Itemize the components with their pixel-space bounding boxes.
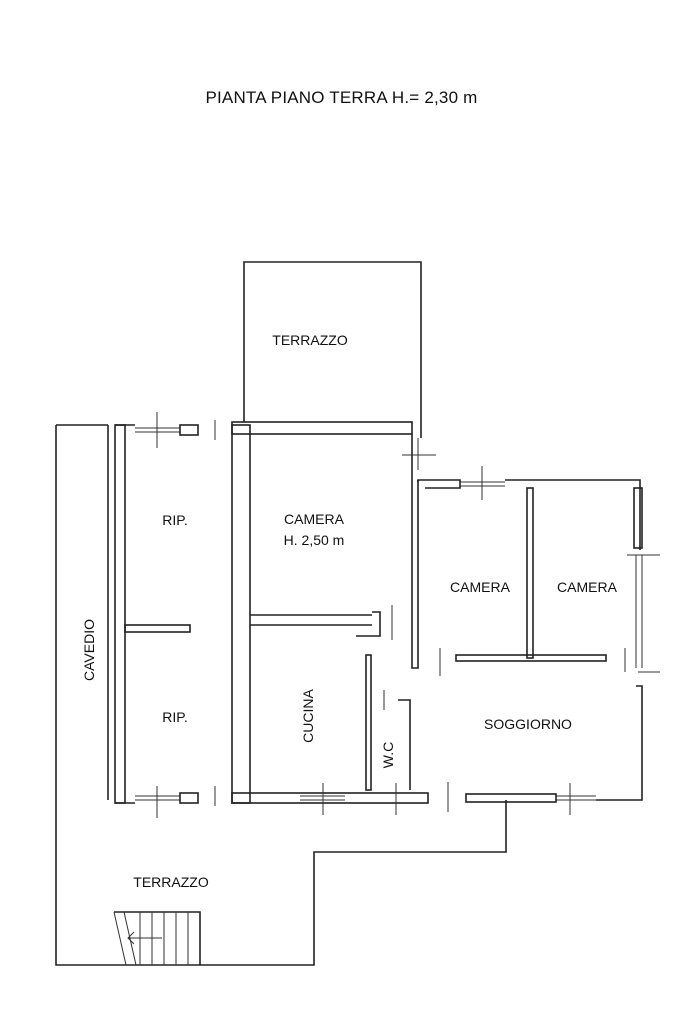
room-label-rip-top: RIP.	[162, 512, 187, 528]
staircase	[113, 911, 201, 966]
room-label-cavedio: CAVEDIO	[81, 619, 97, 681]
terrace-top	[243, 261, 422, 438]
room-label-terrazzo-top: TERRAZZO	[272, 332, 348, 348]
room-label-camera-main-height: H. 2,50 m	[284, 532, 345, 548]
room-label-camera-right: CAMERA	[557, 579, 618, 595]
room-label-rip-bottom: RIP.	[162, 709, 187, 725]
rip-walls	[114, 412, 413, 818]
room-label-camera-main: CAMERA	[284, 511, 345, 527]
room-label-wc: W.C	[380, 742, 396, 768]
center-walls	[231, 434, 436, 815]
outer-outline	[55, 424, 507, 966]
plan-title: PIANTA PIANO TERRA H.= 2,30 m	[205, 88, 478, 107]
room-label-terrazzo-bottom: TERRAZZO	[133, 874, 209, 890]
room-label-cucina: CUCINA	[300, 689, 316, 743]
room-label-soggiorno: SOGGIORNO	[484, 716, 572, 732]
room-label-camera-mid: CAMERA	[450, 579, 511, 595]
right-walls	[417, 466, 660, 815]
